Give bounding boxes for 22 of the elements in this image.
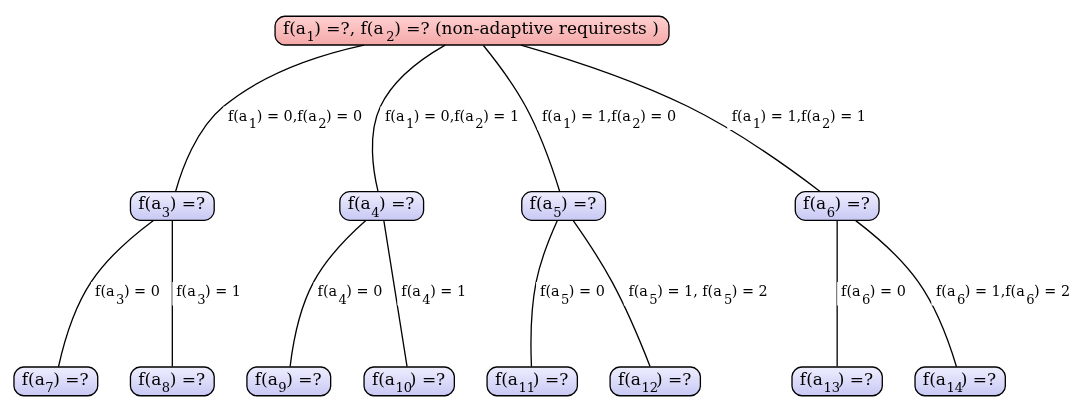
connector (572, 220, 651, 368)
connector (383, 220, 408, 368)
connector (289, 219, 367, 368)
connector (530, 220, 558, 368)
connector (482, 44, 561, 193)
node-box: f(a$_{13}$) =? (791, 366, 883, 397)
node-box: f(a$_{11}$) =? (486, 366, 579, 397)
node-box: f(a$_{8}$) =? (129, 366, 215, 397)
node-box: f(a$_{6}$) =? (794, 190, 880, 222)
connector (57, 219, 155, 368)
node-box: f(a$_{12}$) =? (609, 366, 702, 397)
node-box: f(a$_{9}$) =? (246, 366, 332, 397)
node-box: f(a$_{1}$) =?, f(a$_{2}$) =? (non-adaptive requirests ) (274, 15, 670, 46)
connector (371, 44, 446, 192)
node-box: f(a$_{5}$) =? (521, 190, 607, 222)
node-box: f(a$_{4}$) =? (339, 190, 425, 222)
node-box: f(a$_{7}$) =? (13, 366, 99, 397)
connector (520, 44, 821, 193)
connector (855, 219, 958, 368)
node-box: f(a$_{14}$) =? (914, 366, 1006, 397)
node-box: f(a$_{3}$) =? (129, 190, 215, 222)
node-box: f(a$_{10}$) =? (363, 366, 455, 397)
